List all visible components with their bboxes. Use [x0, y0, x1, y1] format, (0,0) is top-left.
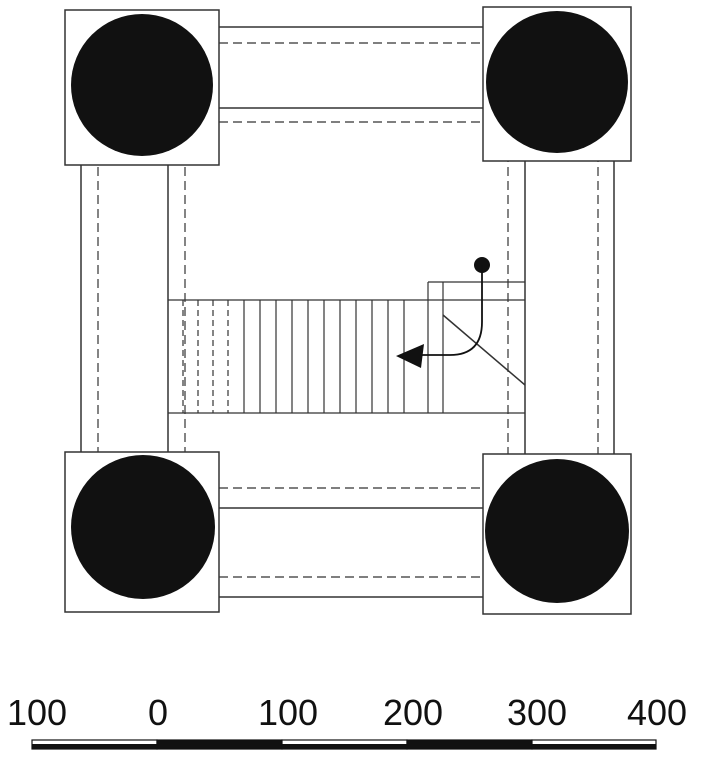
scale-bar-labels: 100 0 100 200 300 400	[7, 692, 687, 733]
column-top-right	[482, 6, 632, 162]
stair-break-line	[442, 314, 526, 386]
scale-segment-5-half	[532, 744, 656, 749]
column-pier	[486, 11, 628, 153]
scale-label-0: 100	[7, 692, 67, 733]
staircase	[168, 281, 526, 414]
column-pier	[71, 455, 215, 599]
scale-segment-1-half	[32, 744, 157, 749]
column-pier	[485, 459, 629, 603]
column-top-left	[64, 9, 220, 166]
hidden-lines	[97, 42, 599, 578]
column-bottom-right	[482, 453, 632, 615]
scale-bar: 100 0 100 200 300 400	[7, 692, 687, 750]
scale-label-2: 100	[258, 692, 318, 733]
columns	[64, 6, 632, 615]
scale-label-1: 0	[148, 692, 168, 733]
scale-segment-4	[406, 739, 533, 750]
walk-line-path	[420, 265, 483, 356]
stair-treads	[243, 300, 405, 413]
stair-treads-hidden	[182, 300, 229, 413]
column-pier	[71, 14, 213, 156]
scale-segment-3-half	[282, 744, 407, 749]
scale-segment-2	[156, 739, 283, 750]
scale-label-3: 200	[383, 692, 443, 733]
scale-label-5: 400	[627, 692, 687, 733]
beams	[80, 26, 615, 598]
scale-bar-segments	[31, 739, 657, 750]
stair-walk-line	[396, 257, 490, 368]
walk-line-arrowhead	[396, 344, 424, 368]
scale-label-4: 300	[507, 692, 567, 733]
column-bottom-left	[64, 451, 220, 613]
